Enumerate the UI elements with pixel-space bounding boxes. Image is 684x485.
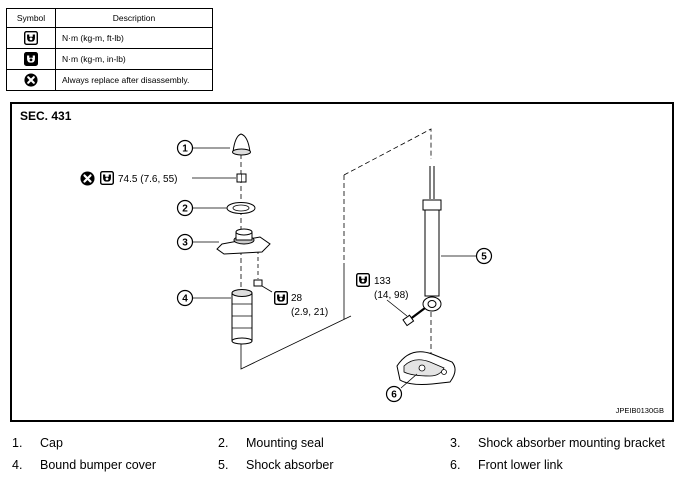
leader-line <box>261 285 273 293</box>
torque-wrench-icon <box>100 171 114 185</box>
always-replace-icon <box>24 73 38 87</box>
front-lower-link-part <box>396 351 456 385</box>
svg-text:1: 1 <box>182 144 188 155</box>
part-number: 5. <box>218 458 229 472</box>
torque-wrench-icon <box>356 273 370 287</box>
svg-text:5: 5 <box>481 252 487 263</box>
exploded-diagram: 1 2 3 4 5 6 74.5 (7.6, 55) 28 (2.9, 21) … <box>80 128 493 403</box>
assembly-line <box>343 128 432 176</box>
mounting-seal-part <box>226 202 256 214</box>
part-name: Bound bumper cover <box>40 458 157 472</box>
image-code: JPEIB0130GB <box>615 406 664 415</box>
torque-value-nut: 74.5 (7.6, 55) <box>118 174 177 185</box>
assembly-line <box>240 315 352 370</box>
callout-5: 5 <box>475 247 493 265</box>
callout-4: 4 <box>176 289 194 307</box>
svg-text:6: 6 <box>391 390 397 401</box>
legend-description: N·m (kg-m, ft-lb) <box>55 27 213 49</box>
shock-absorber-part <box>422 166 442 312</box>
torque-wrench-filled-icon <box>24 52 38 66</box>
torque-units-bracket-nut: (2.9, 21) <box>291 307 328 318</box>
part-number: 4. <box>12 458 23 472</box>
svg-text:4: 4 <box>182 294 188 305</box>
part-name: Front lower link <box>478 458 563 472</box>
leader-line <box>386 299 408 317</box>
part-number: 6. <box>450 458 461 472</box>
svg-text:3: 3 <box>182 238 188 249</box>
legend-description: N·m (kg-m, in-lb) <box>55 48 213 70</box>
mounting-bracket-part <box>216 228 271 255</box>
legend-header-symbol: Symbol <box>6 8 56 28</box>
legend-header-description: Description <box>55 8 213 28</box>
part-name: Cap <box>40 436 63 450</box>
section-label: SEC. 431 <box>20 109 72 123</box>
always-replace-icon <box>80 171 95 186</box>
leader-line <box>400 373 418 389</box>
part-name: Mounting seal <box>246 436 324 450</box>
torque-wrench-icon <box>274 291 288 305</box>
legend-table: Symbol Description N·m (kg-m, ft-lb) N·m… <box>6 8 213 91</box>
callout-1: 1 <box>176 139 194 157</box>
lower-bolt-part <box>402 307 426 327</box>
callout-3: 3 <box>176 233 194 251</box>
part-name: Shock absorber <box>246 458 334 472</box>
part-number: 2. <box>218 436 229 450</box>
bound-bumper-cover-part <box>231 289 253 345</box>
legend-description: Always replace after disassembly. <box>55 69 213 91</box>
svg-text:2: 2 <box>182 204 188 215</box>
callout-2: 2 <box>176 199 194 217</box>
part-number: 3. <box>450 436 461 450</box>
torque-wrench-icon <box>24 31 38 45</box>
cap-part <box>232 133 251 156</box>
callout-6: 6 <box>385 385 403 403</box>
torque-value-lower-bolt: 133 <box>374 276 391 287</box>
torque-value-bracket-nut: 28 <box>291 293 303 304</box>
part-name: Shock absorber mounting bracket <box>478 436 665 450</box>
nut-part <box>236 173 247 183</box>
part-number: 1. <box>12 436 23 450</box>
bracket-nut-part <box>253 279 263 287</box>
diagram-frame: SEC. 431 JPEIB0130GB <box>10 102 674 422</box>
torque-units-lower-bolt: (14, 98) <box>374 290 408 301</box>
